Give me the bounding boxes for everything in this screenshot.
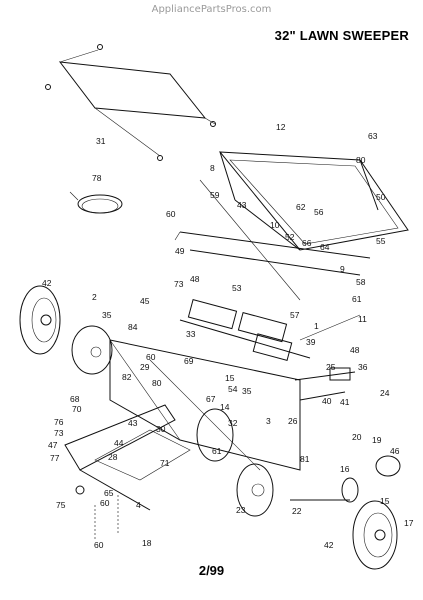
- callout-49: 49: [175, 246, 185, 256]
- revision-date: 2/99: [198, 563, 225, 578]
- callout-62: 62: [296, 202, 306, 212]
- callout-60: 60: [100, 498, 110, 508]
- callout-84: 84: [128, 322, 138, 332]
- callout-46: 46: [390, 446, 400, 456]
- callout-18: 18: [142, 538, 152, 548]
- callout-32: 32: [228, 418, 238, 428]
- callout-2: 2: [92, 292, 97, 302]
- callout-76: 76: [54, 417, 64, 427]
- callout-9: 9: [340, 264, 345, 274]
- callout-31: 31: [96, 136, 106, 146]
- callout-39: 39: [306, 337, 316, 347]
- callout-65: 65: [104, 488, 114, 498]
- callout-68: 68: [70, 394, 80, 404]
- callout-20: 20: [352, 432, 362, 442]
- callout-22: 22: [292, 506, 302, 516]
- callout-45: 45: [140, 296, 150, 306]
- callout-80: 80: [152, 378, 162, 388]
- callout-53: 53: [232, 283, 242, 293]
- callout-15: 15: [380, 496, 390, 506]
- callout-16: 16: [340, 464, 350, 474]
- callout-58: 58: [356, 277, 366, 287]
- callout-77: 77: [50, 453, 60, 463]
- callout-17: 17: [404, 518, 414, 528]
- callout-55: 55: [376, 236, 386, 246]
- callout-66: 66: [302, 238, 312, 248]
- callout-43: 43: [128, 418, 138, 428]
- callout-29: 29: [140, 362, 150, 372]
- callout-15: 15: [225, 373, 235, 383]
- callout-19: 19: [372, 435, 382, 445]
- right-wheel-drawing: [196, 408, 401, 570]
- callout-25: 25: [326, 362, 336, 372]
- callout-70: 70: [72, 404, 82, 414]
- callout-48: 48: [190, 274, 200, 284]
- callout-71: 71: [160, 458, 170, 468]
- callout-48: 48: [350, 345, 360, 355]
- grass-bag-drawing: [45, 44, 216, 161]
- callout-60: 60: [94, 540, 104, 550]
- hopper-frame-drawing: [199, 151, 409, 301]
- callout-47: 47: [48, 440, 58, 450]
- callout-61: 61: [352, 294, 362, 304]
- callout-43: 43: [237, 200, 247, 210]
- callout-12: 12: [276, 122, 286, 132]
- callout-63: 63: [368, 131, 378, 141]
- callout-73: 73: [174, 279, 184, 289]
- callout-75: 75: [56, 500, 66, 510]
- callout-30: 30: [156, 424, 166, 434]
- callout-35: 35: [102, 310, 112, 320]
- tow-hitch-drawing: [64, 404, 191, 540]
- callout-40: 40: [322, 396, 332, 406]
- callout-64: 64: [320, 242, 330, 252]
- callout-14: 14: [220, 402, 230, 412]
- callout-56: 56: [314, 207, 324, 217]
- callout-35: 35: [242, 386, 252, 396]
- callout-73: 73: [54, 428, 64, 438]
- callout-59: 59: [210, 190, 220, 200]
- callout-11: 11: [358, 314, 367, 324]
- callout-69: 69: [184, 356, 194, 366]
- brush-assembly-drawing: [179, 299, 361, 361]
- callout-33: 33: [186, 329, 196, 339]
- callout-82: 82: [122, 372, 132, 382]
- callout-28: 28: [108, 452, 118, 462]
- support-frame-drawing: [174, 231, 371, 276]
- callout-10: 10: [270, 220, 280, 230]
- callout-67: 67: [206, 394, 216, 404]
- callout-78: 78: [92, 173, 102, 183]
- callout-23: 23: [236, 505, 246, 515]
- housing-drawing: [109, 339, 301, 471]
- callout-8: 8: [210, 163, 215, 173]
- callout-36: 36: [358, 362, 368, 372]
- callout-60: 60: [146, 352, 156, 362]
- callout-57: 57: [290, 310, 300, 320]
- site-watermark: AppliancePartsPros.com: [151, 4, 272, 15]
- callout-44: 44: [114, 438, 124, 448]
- callout-26: 26: [288, 416, 298, 426]
- callout-81: 81: [300, 454, 310, 464]
- right-linkage-drawing: [294, 367, 356, 401]
- page-title: 32" LAWN SWEEPER: [274, 28, 409, 43]
- callout-54: 54: [228, 384, 238, 394]
- callout-60: 60: [166, 209, 176, 219]
- left-wheel-drawing: [19, 285, 113, 375]
- callout-4: 4: [136, 500, 141, 510]
- callout-1: 1: [314, 321, 319, 331]
- cable-coil-drawing: [69, 191, 123, 214]
- callout-52: 52: [285, 232, 295, 242]
- callout-80: 80: [356, 155, 366, 165]
- callout-3: 3: [266, 416, 271, 426]
- callout-41: 41: [340, 397, 350, 407]
- callout-42: 42: [42, 278, 52, 288]
- callout-labels: 31 78 12 63 80 8 59 43 60 62 56 52 10 50…: [42, 122, 414, 550]
- callout-61: 61: [212, 446, 222, 456]
- callout-24: 24: [380, 388, 390, 398]
- callout-42: 42: [324, 540, 334, 550]
- callout-50: 50: [376, 192, 386, 202]
